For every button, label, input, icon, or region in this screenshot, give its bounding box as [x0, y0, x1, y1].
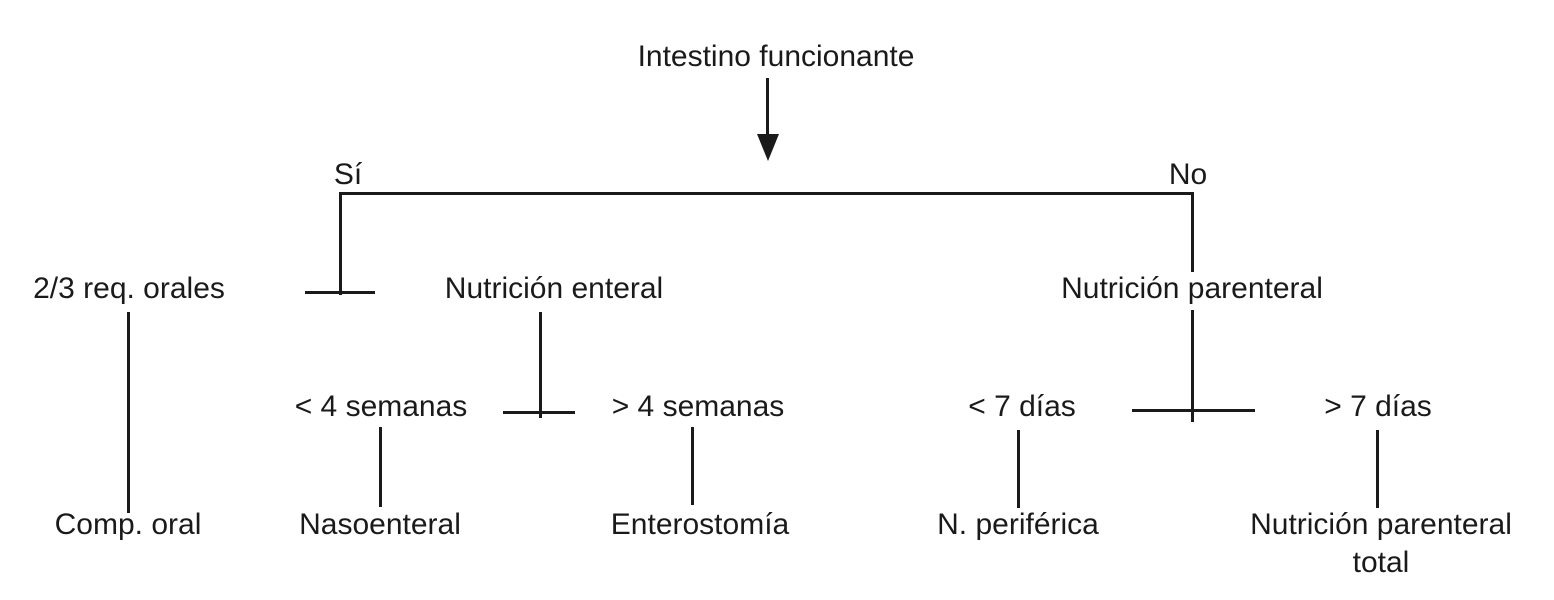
- node-parenteral-short-label: < 7 días: [968, 390, 1076, 423]
- connector-enteral-long-tick: [691, 427, 694, 505]
- node-enteral-short-label: < 4 semanas: [294, 390, 468, 423]
- down-arrow-shaft: [766, 78, 769, 138]
- connector-enteral-vertical: [539, 312, 542, 418]
- connector-main-horizontal: [340, 192, 1193, 195]
- node-parenteral-total-line2: total: [1352, 546, 1410, 580]
- node-parenteral-total-line1: Nutrición parenteral: [1250, 508, 1512, 541]
- connector-oral-vertical: [127, 312, 130, 513]
- node-enteral-label: Nutrición enteral: [444, 272, 664, 305]
- connector-enteral-tbar: [503, 411, 575, 414]
- connector-yes-vertical: [339, 192, 342, 295]
- node-parenteral-label: Nutrición parenteral: [1061, 272, 1323, 305]
- node-parenteral-total-label: Nutrición parenteral total: [1221, 506, 1541, 582]
- connector-yes-tbar: [305, 291, 375, 294]
- node-enteral-long-label: > 4 semanas: [611, 390, 785, 423]
- connector-parenteral-vertical: [1191, 310, 1194, 422]
- node-parenteral-long-label: > 7 días: [1324, 390, 1432, 423]
- branch-no-label: No: [1168, 158, 1208, 191]
- branch-yes-label: Sí: [333, 158, 363, 191]
- connector-parenteral-tbar: [1132, 409, 1255, 412]
- connector-enteral-short-tick: [379, 427, 382, 507]
- node-enterostomia-label: Enterostomía: [610, 508, 790, 541]
- connector-parenteral-long-tick: [1376, 430, 1379, 508]
- node-nasoenteral-label: Nasoenteral: [299, 508, 461, 541]
- connector-no-vertical-upper: [1191, 192, 1194, 272]
- node-oral-outcome-label: Comp. oral: [54, 508, 202, 541]
- node-oral-requirement-label: 2/3 req. orales: [33, 272, 225, 305]
- node-root-label: Intestino funcionante: [637, 40, 915, 73]
- down-arrow-icon: [757, 134, 779, 161]
- node-periferica-label: N. periférica: [937, 508, 1099, 541]
- connector-parenteral-short-tick: [1017, 430, 1020, 508]
